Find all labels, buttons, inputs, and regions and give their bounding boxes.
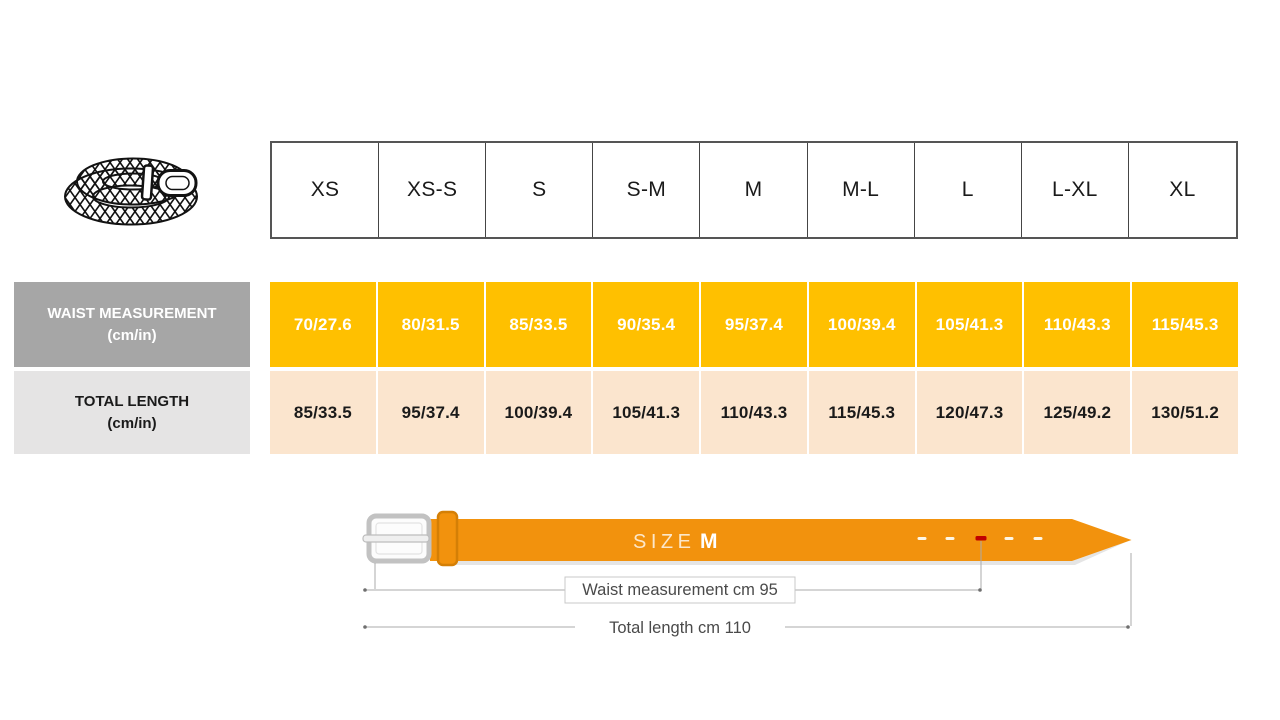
belt-measurement-diagram: SIZE M Waist measurement cm 95 Total len… <box>362 510 1132 638</box>
belt-hole-marked <box>975 536 987 541</box>
length-value-cell: 105/41.3 <box>593 371 700 454</box>
length-value-cell: 130/51.2 <box>1132 371 1238 454</box>
size-header-cell: XL <box>1169 178 1196 201</box>
belt-keeper <box>436 510 459 567</box>
length-value-cell: 110/43.3 <box>701 371 807 454</box>
belt-prong <box>362 534 430 543</box>
belt-keeper-sketch <box>140 164 155 201</box>
belt-buckle-inner-sketch <box>165 175 190 191</box>
belt-shadow <box>445 541 1128 565</box>
size-header-cell: XS-S <box>379 143 487 237</box>
size-header-cell: M-L <box>808 143 915 237</box>
waist-measurement-values: 70/27.6 80/31.5 85/33.5 90/35.4 95/37.4 … <box>270 282 1238 367</box>
size-header-row: XS XS-S S S-M M M-L L L-XL XL <box>270 141 1238 239</box>
waist-measurement-label: WAIST MEASUREMENT (cm/in) <box>14 282 250 367</box>
size-word-label: SIZE <box>633 531 695 553</box>
waist-caption-box <box>564 576 796 604</box>
size-header-cell: L <box>915 143 1022 237</box>
dimension-endpoint <box>363 588 367 592</box>
length-value-cell: 95/37.4 <box>377 371 484 454</box>
belt-hole <box>945 537 955 540</box>
size-header-cell: S <box>486 143 594 237</box>
belt-hole <box>1004 537 1014 540</box>
belt-strap <box>430 519 1132 561</box>
dimension-endpoint <box>363 625 367 629</box>
waist-value-cell: 115/45.3 <box>1132 282 1238 367</box>
waist-value-cell: 80/31.5 <box>377 282 484 367</box>
waist-value-cell: 95/37.4 <box>701 282 807 367</box>
braided-belt-icon <box>64 157 198 226</box>
length-caption: Total length cm 110 <box>609 619 751 637</box>
size-header-cell: XS <box>272 143 380 237</box>
length-value-cell: 125/49.2 <box>1024 371 1131 454</box>
waist-value-cell: 90/35.4 <box>593 282 700 367</box>
dimension-endpoint <box>1126 625 1130 629</box>
length-value-cell: 115/45.3 <box>808 371 915 454</box>
total-length-label-text: TOTAL LENGTH <box>74 392 190 410</box>
waist-caption: Waist measurement cm 95 <box>582 581 778 599</box>
size-header-cell: M <box>700 143 808 237</box>
length-value-cell: 120/47.3 <box>916 371 1023 454</box>
total-length-unit: (cm/in) <box>107 414 157 432</box>
size-value-label: M <box>700 530 718 553</box>
waist-value-cell: 110/43.3 <box>1024 282 1131 367</box>
size-header-cell: S-M <box>593 143 701 237</box>
belt-hole <box>917 537 927 540</box>
length-value-cell: 85/33.5 <box>270 371 376 454</box>
waist-value-cell: 100/39.4 <box>808 282 915 367</box>
waist-value-cell: 105/41.3 <box>916 282 1023 367</box>
size-header-cell: L-XL <box>1022 143 1129 237</box>
waist-value-cell: 85/33.5 <box>485 282 592 367</box>
waist-measurement-label-text: WAIST MEASUREMENT <box>47 304 217 322</box>
dimension-endpoint <box>978 588 982 592</box>
total-length-label: TOTAL LENGTH (cm/in) <box>14 371 250 454</box>
belt-hole <box>1033 537 1043 540</box>
length-caption-mask <box>575 616 785 638</box>
length-value-cell: 100/39.4 <box>485 371 592 454</box>
waist-measurement-unit: (cm/in) <box>107 326 157 344</box>
total-length-values: 85/33.5 95/37.4 100/39.4 105/41.3 110/43… <box>270 371 1238 454</box>
waist-value-cell: 70/27.6 <box>270 282 376 367</box>
